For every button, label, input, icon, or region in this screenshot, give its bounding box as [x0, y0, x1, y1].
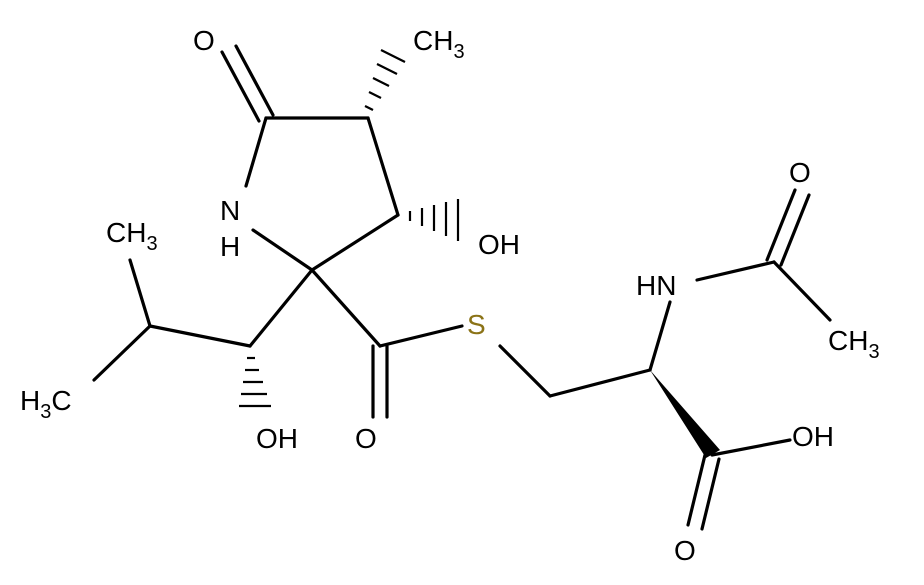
hashed-bond-c4-ch3 — [364, 49, 406, 111]
atom-o-acid: O — [674, 535, 696, 566]
bond-cthio-s — [378, 324, 464, 348]
bond-ketone-co-1 — [220, 50, 261, 123]
atom-oh-ring: OH — [478, 229, 520, 260]
atom-o-amide: O — [789, 157, 811, 188]
bonds — [92, 44, 832, 531]
bond-n-c2 — [251, 228, 314, 272]
bond-ch-ch3-top — [128, 258, 152, 328]
bond-cacetyl-o-2 — [779, 193, 811, 267]
atom-n-ring: N — [220, 195, 240, 226]
hashed-bond-choh-oh — [239, 356, 271, 408]
bond-nh-cacetyl — [695, 260, 776, 282]
bond-c5-n — [244, 116, 268, 188]
atom-hn-amide: HN — [636, 270, 676, 301]
bond-cacid-oh — [710, 438, 792, 457]
atom-ch3-acetyl: CH3 — [828, 325, 880, 363]
atom-h3c: H3C — [20, 385, 72, 423]
bond-c2-cthio — [310, 268, 382, 348]
hashed-bond-c3-oh — [408, 199, 460, 241]
bond-calpha-nh — [648, 300, 672, 372]
atom-ch3-left: CH3 — [106, 217, 158, 255]
bond-cacid-o-1 — [686, 453, 707, 527]
atom-o-thioester: O — [355, 423, 377, 454]
bond-cacetyl-o-1 — [765, 188, 797, 262]
atom-oh-acid: OH — [792, 421, 834, 452]
bond-ketone-co-2 — [234, 44, 275, 117]
wedge-bond-calpha-cacid — [650, 370, 720, 458]
bond-ch-ch3-left — [92, 324, 152, 382]
atom-o-ketone: O — [193, 25, 215, 56]
bond-s-ch2 — [498, 344, 552, 398]
bond-c2-choh — [248, 268, 314, 348]
atom-s: S — [467, 309, 486, 340]
atom-labels: O CH3 N H OH CH3 H3C OH O S HN O CH3 OH … — [20, 25, 880, 566]
atom-ch3-top: CH3 — [413, 25, 465, 63]
atom-oh-side: OH — [256, 423, 298, 454]
bond-c4-c3 — [366, 116, 400, 217]
bond-c3-c2 — [310, 213, 400, 272]
atom-h-ring: H — [220, 231, 240, 262]
bond-cacid-o-2 — [700, 457, 721, 531]
bond-choh-ch — [148, 324, 252, 348]
bond-ch2-calpha — [548, 368, 652, 398]
bond-cacetyl-ch3 — [772, 260, 832, 322]
